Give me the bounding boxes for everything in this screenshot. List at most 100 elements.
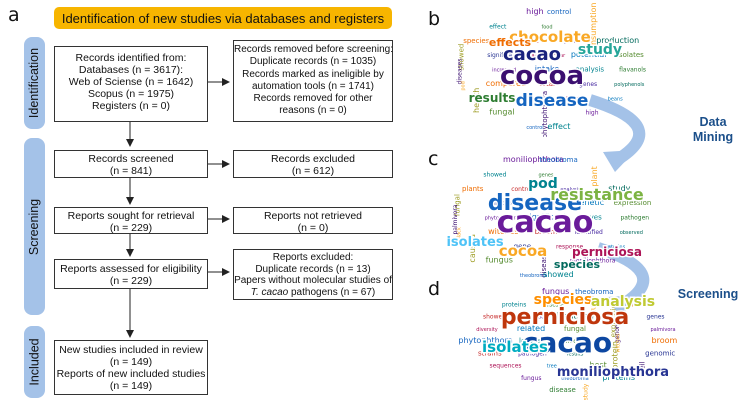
box-line: T. cacao pathogens (n = 67): [234, 287, 392, 299]
cloud-word: fungal: [564, 325, 586, 333]
cloud-word: resistance: [508, 38, 539, 45]
box-line: (n = 0): [297, 222, 329, 234]
cloud-word: significant: [525, 213, 566, 222]
cloud-word: genomic: [645, 349, 675, 357]
cloud-word: isolates: [617, 51, 644, 59]
cloud-main-word: cocoa: [500, 61, 584, 91]
cloud-word: broom: [535, 228, 558, 236]
cloud-word: sequences: [489, 363, 521, 370]
records-identified-box: Records identified from: Databases (n = …: [54, 46, 208, 122]
panel-label-d: d: [428, 278, 441, 300]
cloud-word: total: [539, 80, 555, 88]
cloud-word: cell: [639, 361, 647, 373]
included-box: New studies included in review (n = 149)…: [54, 340, 208, 395]
cloud-word: genes: [538, 172, 553, 178]
box-line: Scopus (n = 1975): [87, 88, 175, 100]
records-screened-box: Records screened (n = 841): [54, 150, 208, 178]
stage-identification: Identification: [24, 37, 45, 129]
cloud-word: compared: [486, 79, 526, 88]
cloud-word: theobroma: [520, 273, 547, 279]
cloud-word: proteins: [602, 373, 635, 382]
cloud-word: pathogen: [518, 350, 547, 357]
cloud-word-halo: isolates: [446, 235, 503, 250]
cloud-word: diseases: [456, 59, 463, 85]
species-italic: T. cacao: [250, 286, 289, 298]
cloud-word-halo: cacao: [522, 326, 612, 359]
cloud-word: analysis: [560, 187, 581, 193]
stage-screening-label: Screening: [27, 198, 42, 255]
cloud-word: dark: [516, 94, 533, 102]
cloud-word-halo: cocoa: [499, 242, 548, 260]
box-line: Reports not retrieved: [263, 210, 363, 222]
cloud-word: palmivora: [452, 204, 459, 234]
cloud-word-halo: cacao: [497, 205, 594, 240]
cloud-main-word: study: [578, 42, 622, 58]
stage-included: Included: [24, 326, 45, 398]
cloud-word: potential: [571, 50, 607, 59]
reports-not-retrieved-box: Reports not retrieved (n = 0): [233, 207, 393, 234]
cloud-word: phytophthora: [541, 91, 549, 137]
cloud-word: analysis: [576, 66, 605, 74]
cloud-word: pathogen: [620, 215, 649, 222]
cloud-word: witches: [488, 227, 518, 236]
cloud-word: disease: [549, 386, 576, 394]
cloud-word: results: [538, 201, 555, 207]
cloud-main-word: moniliophthora: [557, 365, 669, 380]
cloud-main-word: cacao: [497, 205, 594, 240]
box-line: reasons (n = 0): [279, 105, 347, 117]
box-line: (n = 841): [109, 165, 153, 177]
cloud-word: fungus: [486, 256, 513, 265]
cloud-word: beans: [608, 96, 623, 102]
box-line: Reports of new included studies: [56, 368, 206, 380]
data-mining-arrowhead: [603, 150, 636, 172]
box-line: Reports sought for retrieval: [67, 210, 195, 222]
cloud-word: results: [567, 351, 584, 357]
cloud-main-word: resistance: [550, 185, 644, 204]
data-mining-label-line: Data: [699, 115, 727, 129]
cloud-word: intake: [535, 65, 560, 74]
cloud-word: plant: [627, 300, 645, 308]
reports-sought-box: Reports sought for retrieval (n = 229): [54, 207, 208, 234]
cloud-word: study: [588, 295, 597, 317]
box-line: Records screened: [88, 153, 174, 165]
box-line: Records identified from:: [75, 52, 187, 64]
cloud-word-halo: pod: [528, 176, 558, 192]
cloud-word: strains: [478, 349, 502, 357]
cloud-word: polyphenols: [614, 82, 645, 88]
cloud-word-halo: isolates: [482, 338, 548, 356]
cloud-word: witches: [616, 333, 622, 352]
cloud-word-halo: perniciosa: [572, 245, 642, 259]
records-excluded-box: Records excluded (n = 612): [233, 150, 393, 178]
cloud-word-halo: cocoa: [500, 61, 584, 91]
cloud-word: moniliophthora: [570, 258, 616, 265]
cloud-main-word: analysis: [591, 294, 655, 310]
cloud-word: identified: [556, 312, 594, 321]
prisma-banner: Identification of new studies via databa…: [54, 7, 392, 29]
cloud-word: protein: [611, 341, 620, 369]
cloud-main-word: isolates: [482, 338, 548, 356]
cloud-main-word: effects: [489, 36, 532, 49]
cloud-word: consumption: [589, 3, 598, 55]
cloud-word-halo: disease: [516, 91, 589, 111]
cloud-word: genome: [614, 318, 621, 343]
cloud-word: study: [608, 184, 630, 193]
box-line: Duplicate records (n = 13): [255, 263, 371, 275]
cloud-word: fungal: [489, 108, 514, 117]
cloud-word: high: [585, 110, 598, 117]
cloud-word: flavanols: [619, 67, 646, 74]
cloud-word: plant: [564, 39, 577, 45]
cloud-word-halo: species: [534, 292, 593, 308]
box-line: Records marked as ineligible by: [242, 68, 384, 80]
cloud-word: genes: [579, 81, 597, 88]
cloud-main-word: isolates: [446, 235, 503, 250]
cloud-word: leaves: [579, 214, 602, 222]
cloud-word: phytophthora: [458, 336, 512, 345]
cloud-word: food: [541, 24, 552, 30]
cloud-main-word: species: [534, 292, 593, 308]
cloud-word-halo: results: [469, 91, 516, 105]
cloud-word: showed: [483, 171, 506, 178]
cloud-word: expression: [614, 199, 652, 207]
